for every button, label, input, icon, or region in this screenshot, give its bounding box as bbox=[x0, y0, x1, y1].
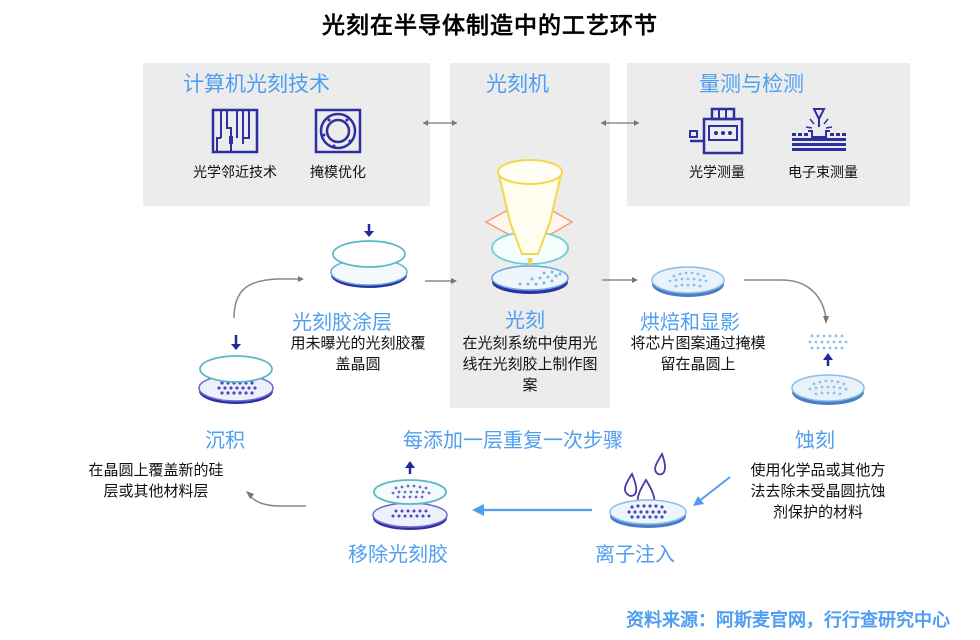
diagram-title: 光刻在半导体制造中的工艺环节 bbox=[322, 13, 658, 39]
bidirectional-arrow-icon bbox=[423, 120, 457, 126]
step-title-develop: 烘焙和显影 bbox=[640, 310, 740, 334]
desc-line: 在光刻系统中使用光 bbox=[462, 334, 598, 352]
flow-arrow-deposition-to-coating bbox=[233, 276, 304, 319]
desc-line: 盖晶圆 bbox=[335, 355, 381, 373]
flow-arrow-etch-to-ion bbox=[693, 476, 731, 506]
desc-line: 剂保护的材料 bbox=[772, 503, 863, 521]
step-desc-lithography: 在光刻系统中使用光 线在光刻胶上制作图 案 bbox=[445, 333, 615, 396]
flow-arrow-develop-to-etch bbox=[744, 279, 829, 324]
repeat-note: 每添加一层重复一次步骤 bbox=[403, 428, 623, 452]
flow-arrow-strip-to-deposition bbox=[246, 491, 306, 507]
etching-wafer-icon bbox=[791, 334, 865, 405]
desc-line: 层或其他材料层 bbox=[103, 482, 209, 500]
step-desc-deposition: 在晶圆上覆盖新的硅 层或其他材料层 bbox=[70, 460, 242, 502]
deposition-wafer-icon bbox=[198, 335, 274, 404]
step-title-etch: 蚀刻 bbox=[795, 428, 835, 452]
e-beam-measurement-icon bbox=[792, 108, 846, 151]
step-desc-etch: 使用化学品或其他方 法去除未受晶圆抗蚀 剂保护的材料 bbox=[732, 460, 904, 523]
step-desc-develop: 将芯片图案通过掩模 留在晶圆上 bbox=[612, 333, 784, 375]
metrology-panel bbox=[627, 63, 910, 206]
lithography-machine-icon bbox=[484, 159, 574, 294]
step-title-remove-photoresist: 移除光刻胶 bbox=[348, 542, 448, 566]
desc-line: 用未曝光的光刻胶覆 bbox=[290, 334, 426, 352]
e-beam-measurement-label: 电子束测量 bbox=[788, 165, 858, 181]
flow-arrow-coating-to-litho bbox=[425, 278, 457, 284]
source-note: 资料来源：阿斯麦官网，行行查研究中心 bbox=[626, 610, 950, 631]
desc-line: 使用化学品或其他方 bbox=[750, 461, 886, 479]
circuit-pattern-icon bbox=[211, 108, 259, 154]
photoresist-coating-wafer-icon bbox=[330, 224, 408, 288]
desc-line: 案 bbox=[522, 376, 538, 394]
mask-optimization-icon bbox=[314, 108, 362, 154]
desc-line: 线在光刻胶上制作图 bbox=[462, 355, 598, 373]
optical-measurement-label: 光学测量 bbox=[689, 165, 745, 181]
step-title-lithography: 光刻 bbox=[505, 308, 545, 332]
desc-line: 将芯片图案通过掩模 bbox=[630, 334, 766, 352]
step-title-ion-implantation: 离子注入 bbox=[595, 542, 675, 566]
computational-lithography-title: 计算机光刻技术 bbox=[183, 72, 330, 96]
optical-measurement-icon bbox=[689, 107, 744, 155]
computational-lithography-panel bbox=[143, 63, 430, 206]
step-title-deposition: 沉积 bbox=[205, 428, 245, 452]
mask-optimization-label: 掩模优化 bbox=[310, 165, 366, 181]
desc-line: 留在晶圆上 bbox=[660, 355, 736, 373]
bidirectional-arrow-icon bbox=[601, 120, 639, 126]
desc-line: 法去除未受晶圆抗蚀 bbox=[750, 482, 886, 500]
flow-arrow-litho-to-develop bbox=[602, 277, 638, 283]
step-title-coating: 光刻胶涂层 bbox=[292, 310, 392, 334]
step-desc-coating: 用未曝光的光刻胶覆 盖晶圆 bbox=[268, 333, 448, 375]
baked-developed-wafer-icon bbox=[651, 266, 725, 297]
remove-photoresist-wafer-icon bbox=[372, 461, 448, 530]
ion-implantation-wafer-icon bbox=[609, 451, 687, 528]
desc-line: 在晶圆上覆盖新的硅 bbox=[88, 461, 224, 479]
metrology-title: 量测与检测 bbox=[699, 72, 804, 96]
lithography-machine-title: 光刻机 bbox=[486, 72, 549, 96]
opc-label: 光学邻近技术 bbox=[193, 165, 277, 181]
flow-arrow-ion-to-strip bbox=[472, 504, 592, 516]
